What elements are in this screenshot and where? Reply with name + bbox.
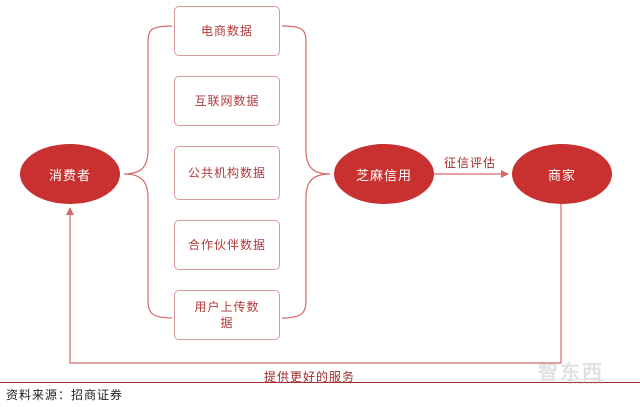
edge-label-credit-assessment: 征信评估 — [444, 154, 497, 171]
source-box-partners: 合作伙伴数据 — [174, 220, 280, 270]
sesame-credit-node: 芝麻信用 — [334, 144, 434, 204]
source-box-ecommerce: 电商数据 — [174, 6, 280, 56]
consumer-node: 消费者 — [20, 144, 120, 204]
source-box-internet: 互联网数据 — [174, 76, 280, 126]
footer-source: 资料来源：招商证券 — [6, 388, 124, 402]
source-box-user-upload: 用户上传数据 — [174, 290, 280, 340]
merchant-node: 商家 — [512, 144, 612, 204]
left-brace — [123, 25, 173, 319]
source-box-public-institutions: 公共机构数据 — [174, 146, 280, 200]
footer-rule — [0, 382, 640, 383]
edge-label-better-service: 提供更好的服务 — [264, 368, 356, 385]
watermark-domain: zhidx.com — [568, 378, 604, 386]
arrow-merchant-to-consumer — [66, 198, 562, 364]
watermark-logo: 智东西 — [538, 360, 604, 384]
right-brace — [281, 25, 331, 319]
